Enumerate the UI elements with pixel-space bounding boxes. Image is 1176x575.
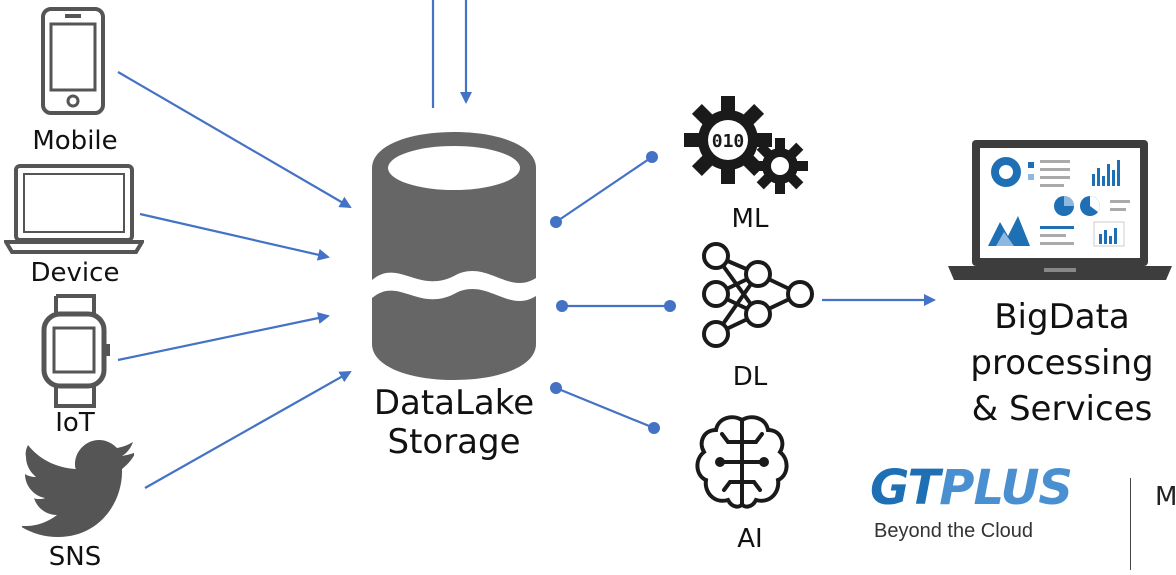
- analytics-label-ml: ML: [731, 204, 769, 234]
- source-label-mobile: Mobile: [32, 126, 118, 156]
- analytics-label-ai: AI: [737, 524, 763, 554]
- brand-tagline: Beyond the Cloud: [874, 520, 1034, 542]
- bigdata-label-line3: & Services: [971, 389, 1153, 429]
- arrow-mobile-to-storage: [117, 71, 352, 209]
- connector-storage-ai: [555, 386, 655, 430]
- bigdata-label-line2: processing: [970, 343, 1154, 383]
- mobile-phone-icon: [41, 7, 105, 115]
- source-label-sns: SNS: [48, 542, 102, 572]
- source-label-iot: IoT: [55, 408, 95, 438]
- bigdata-label-line1: BigData: [994, 297, 1130, 337]
- arrow-iot-to-storage: [117, 312, 330, 362]
- cut-off-text: M: [1155, 482, 1176, 512]
- dot-storage-dl: [556, 300, 568, 312]
- storage-label-line2: Storage: [387, 422, 521, 462]
- twitter-bird-icon: [22, 440, 134, 537]
- analytics-label-dl: DL: [732, 362, 768, 392]
- brand-name-gt: GT: [870, 460, 940, 516]
- dot-storage-ai: [550, 382, 562, 394]
- arrow-device-to-storage: [139, 212, 330, 261]
- smartwatch-icon: [41, 294, 110, 408]
- dot-ai: [648, 422, 660, 434]
- connector-storage-ml: [555, 156, 653, 223]
- storage-label-line1: DataLake: [373, 383, 535, 423]
- brain-icon: [695, 415, 789, 509]
- arrow-sns-to-storage: [144, 371, 352, 489]
- laptop-icon: [4, 164, 144, 254]
- brand-logo: GTPLUS Beyond the Cloud: [870, 460, 1073, 572]
- dot-dl: [664, 300, 676, 312]
- brand-name-plus: PLUS: [939, 460, 1073, 516]
- dot-storage-ml: [550, 216, 562, 228]
- source-label-device: Device: [30, 258, 120, 288]
- gears-icon: 010: [684, 96, 808, 194]
- brand-divider: [1130, 478, 1131, 570]
- database-icon: [372, 132, 536, 380]
- neural-network-icon: [702, 242, 814, 348]
- dot-ml: [646, 151, 658, 163]
- brand-name: GTPLUS: [870, 460, 1073, 516]
- svg-text:010: 010: [712, 131, 745, 152]
- laptop-dashboard-icon: [948, 140, 1172, 280]
